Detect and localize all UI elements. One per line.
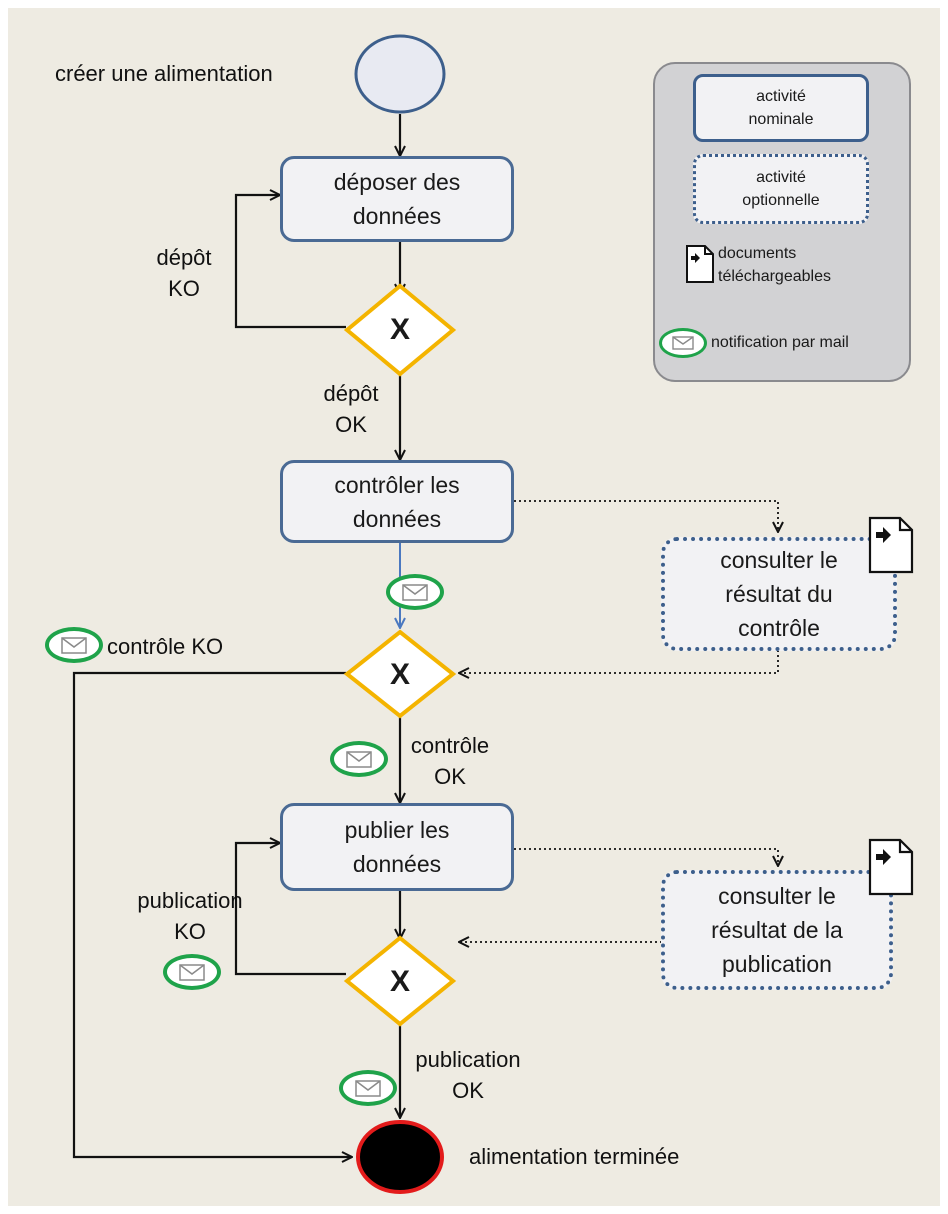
mail-notification-icon	[330, 741, 388, 777]
legend-documents-label: documents téléchargeables	[718, 245, 831, 285]
task-consulter-resultat-publication[interactable]: consulter le résultat de la publication	[661, 870, 893, 990]
flow-connectors	[72, 34, 940, 1194]
assoc-consulter-to-gateway3	[459, 918, 779, 942]
gateway-controle	[343, 629, 457, 719]
task-deposer-donnees[interactable]: déposer des données	[280, 156, 514, 242]
mail-notification-icon	[45, 627, 103, 663]
gateway-publication-symbol: X	[389, 965, 410, 998]
legend-document-icon	[686, 245, 714, 283]
label-depot-ko: dépôt KO	[156, 245, 212, 301]
document-icon	[868, 838, 914, 896]
flow-depot-ko	[234, 195, 346, 329]
legend-nominal-activity: activité nominale	[693, 74, 869, 142]
task-controler-donnees[interactable]: contrôler les données	[280, 460, 514, 543]
start-event	[354, 34, 446, 114]
task-consulter-resultat-controle[interactable]: consulter le résultat du contrôle	[661, 537, 897, 651]
label-controle-ko: contrôle KO	[107, 634, 224, 659]
label-controle-ok: contrôle OK	[410, 733, 490, 789]
label-publication-ko: publication KO	[137, 888, 243, 944]
end-label: alimentation terminée	[469, 1144, 680, 1169]
legend-mail-label: notification par mail	[711, 334, 849, 351]
flow-controle-ko	[72, 671, 352, 1157]
document-icon	[868, 516, 914, 574]
assoc-consulter-to-gateway2	[459, 650, 779, 673]
end-event	[356, 1120, 444, 1194]
legend-optional-activity: activité optionnelle	[693, 154, 869, 224]
label-publication-ok: publication OK	[415, 1047, 521, 1103]
task-publier-donnees[interactable]: publier les données	[280, 803, 514, 891]
assoc-publier-to-consulter	[514, 848, 778, 866]
diagram-canvas: X X X déposer des données contrôler les …	[8, 8, 940, 1206]
legend-panel: activité nominale activité optionnelle d…	[653, 62, 911, 382]
gateway-publication	[343, 935, 457, 1027]
legend-mail-icon	[659, 328, 707, 358]
gateway-controle-symbol: X	[389, 658, 410, 691]
mail-notification-icon	[163, 954, 221, 990]
gateway-depot-symbol: X	[389, 313, 410, 346]
start-label: créer une alimentation	[55, 61, 273, 86]
gateway-depot	[343, 283, 457, 377]
assoc-controler-to-consulter	[514, 500, 778, 532]
flow-publication-ko	[234, 843, 346, 976]
mail-notification-icon	[386, 574, 444, 610]
mail-notification-icon	[339, 1070, 397, 1106]
label-depot-ok: dépôt OK	[323, 381, 379, 437]
